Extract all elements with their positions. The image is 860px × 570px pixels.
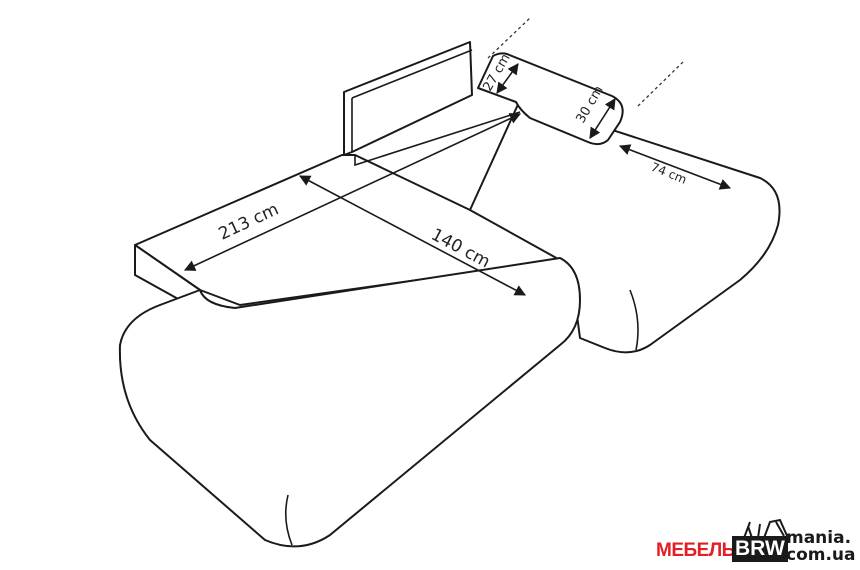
logo-text-domain: com.ua bbox=[786, 545, 856, 565]
armrest-large-arrow bbox=[589, 98, 616, 139]
armrest-small-arrow bbox=[496, 63, 519, 94]
width-arrow bbox=[299, 175, 526, 296]
logo-text-mania: mania. bbox=[786, 528, 852, 548]
seat-depth-arrow bbox=[618, 144, 732, 190]
chair-icon bbox=[743, 518, 789, 539]
front-cushion bbox=[118, 257, 581, 548]
logo-text-brw: BRW bbox=[732, 536, 788, 562]
logo-text-mebel: МЕБЕЛЬ bbox=[656, 540, 735, 561]
brand-logo: МЕБЕЛЬ BRW mania. com.ua bbox=[652, 518, 856, 566]
headboard bbox=[343, 41, 473, 156]
